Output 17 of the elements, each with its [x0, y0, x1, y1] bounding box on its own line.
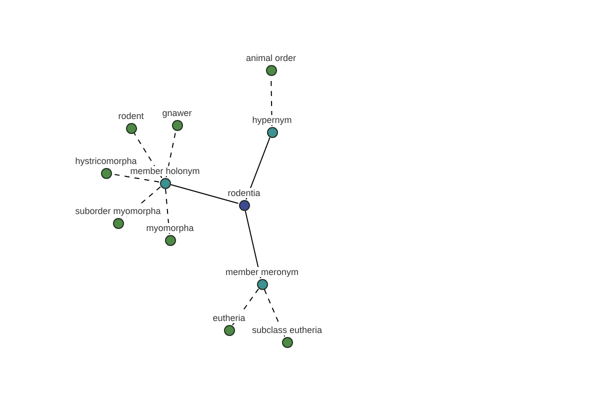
node-label: suborder myomorpha — [74, 206, 162, 216]
dashed-connector — [166, 130, 176, 178]
node-label: animal order — [244, 52, 298, 62]
node-label: eutheria — [212, 312, 246, 322]
node-label: hystricomorpha — [74, 156, 138, 166]
dashed-connector — [165, 188, 170, 235]
node-label: member holonym — [129, 166, 201, 176]
node-label: rodentia — [226, 188, 262, 198]
dashed-connector — [134, 132, 162, 178]
node-label: subclass eutheria — [250, 324, 324, 334]
node-label: member meronym — [224, 266, 300, 276]
node-label: hypernym — [251, 114, 293, 124]
node-label: rodent — [117, 110, 145, 120]
connector-line — [244, 210, 262, 279]
node-label: myomorpha — [145, 222, 195, 232]
connector-line — [170, 184, 239, 204]
dashed-connector — [264, 289, 286, 337]
